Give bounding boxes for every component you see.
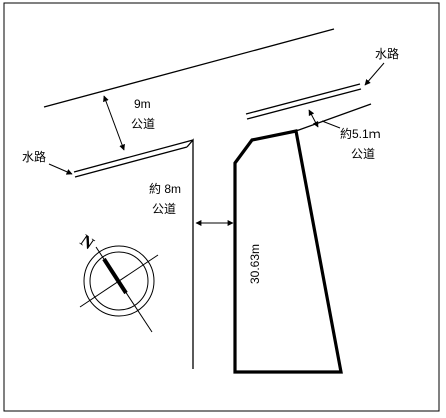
side-road-west-edge bbox=[186, 138, 194, 369]
side-road-width-label: 約 8m bbox=[149, 181, 181, 196]
lot-frontage-label: 30.63m bbox=[248, 244, 262, 284]
left-channel-line bbox=[74, 146, 188, 178]
compass-inner-ring bbox=[89, 251, 149, 311]
right-channel-leader bbox=[364, 62, 385, 86]
side-road-type-label: 公道 bbox=[152, 202, 176, 216]
right-road-width-label: 約5.1ｍ bbox=[340, 126, 381, 141]
channel-left-label: 水路 bbox=[22, 149, 46, 164]
main-road-type-label: 公道 bbox=[131, 117, 155, 131]
right-channel-line bbox=[245, 83, 361, 115]
main-road-lower-edge bbox=[73, 139, 194, 173]
channel-right-label: 水路 bbox=[375, 46, 399, 61]
right-road-label-leader bbox=[321, 120, 341, 129]
right-road-type-label: 公道 bbox=[351, 147, 375, 161]
north-label: N bbox=[77, 231, 99, 254]
compass-outer-ring bbox=[83, 245, 155, 317]
main-road-width-label: 9m bbox=[134, 97, 151, 111]
outer-frame bbox=[3, 2, 440, 412]
subject-lot-outline bbox=[233, 129, 343, 374]
compass-needle bbox=[102, 257, 128, 295]
right-road-width-arrow bbox=[308, 109, 319, 128]
right-road-lower-edge bbox=[295, 103, 372, 132]
main-road-width-arrow bbox=[103, 95, 125, 151]
right-road-upper-edge bbox=[246, 88, 362, 120]
main-road-upper-edge bbox=[43, 28, 335, 108]
left-channel-leader bbox=[48, 163, 73, 175]
north-compass: N bbox=[77, 231, 159, 333]
